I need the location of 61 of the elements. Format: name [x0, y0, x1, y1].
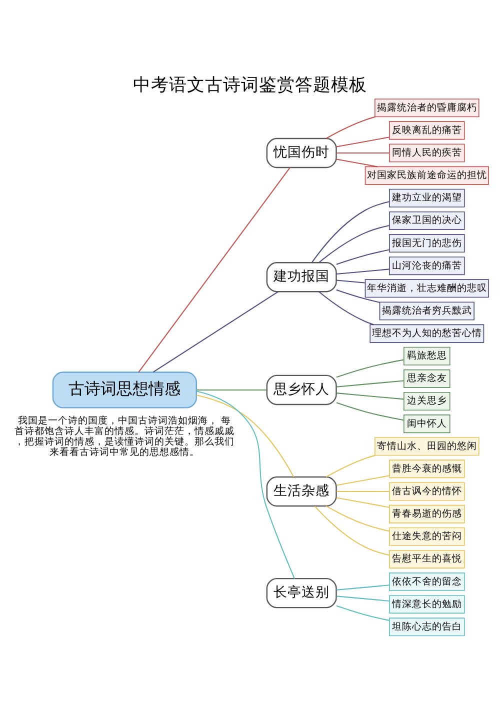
node-box: 反映离乱的痛苦 [389, 120, 465, 140]
node-box: 忧国伤时 [266, 137, 337, 168]
node-box: 告慰平生的喜悦 [389, 549, 465, 568]
connector [336, 402, 404, 420]
node-box: 依依不舍的留念 [389, 572, 465, 591]
node-box: 情深意长的勉励 [389, 594, 465, 614]
node-box: 理想不为人知的愁苦心情 [370, 324, 484, 342]
connector [138, 166, 290, 372]
node-box: 对国家民族前途命运的担忧 [364, 166, 489, 184]
connector [314, 505, 390, 556]
node-box: 生活杂感 [266, 476, 337, 506]
node-box: 同情人民的疾苦 [389, 143, 465, 162]
connector [336, 496, 390, 508]
node-box: 寄情山水、田园的悠闲 [374, 436, 480, 456]
connector [336, 490, 390, 492]
node-box: 保家卫国的决心 [389, 210, 465, 230]
connector [196, 390, 295, 578]
diagram-title: 中考语文古诗词鉴赏答题模板 [133, 75, 367, 96]
node-box: 报国无门的悲伤 [389, 234, 465, 252]
connector [336, 288, 380, 302]
node-box: 建功报国 [266, 262, 337, 292]
node-box: 山河沦丧的痛苦 [389, 256, 465, 275]
node-box: 揭露统治者穷兵黩武 [379, 301, 474, 320]
connector [336, 474, 390, 486]
connector [336, 595, 390, 601]
node-box: 思亲念友 [404, 368, 450, 388]
node-box: 思乡怀人 [266, 374, 337, 405]
connector [152, 290, 278, 372]
node-box: 坦陈心志的告白 [389, 617, 465, 636]
node-box: 青春易逝的伤感 [389, 504, 465, 523]
node-box: 年华消逝，壮志难酬的悲叹 [364, 278, 489, 298]
node-box: 借古讽今的情怀 [389, 482, 465, 500]
node-box: 边关思乡 [404, 391, 450, 410]
node-box: 长亭送别 [266, 577, 337, 608]
connector [336, 358, 404, 378]
node-box: 闺中怀人 [404, 414, 450, 433]
node-box: 揭露统治者的昏庸腐朽 [374, 98, 480, 117]
connector [336, 380, 404, 387]
connector [336, 584, 390, 590]
connector [336, 248, 390, 264]
node-box: 羁旅愁思 [404, 346, 450, 365]
connector [311, 200, 390, 262]
label: 我国是一个诗的国度，中国古诗词浩如烟海， 每首诗都饱含诗人丰富的情感。诗词茫茫，情感戚戚，把握诗词的情感，是读懂诗词的关键。那么我们来看看古诗词中常见的思想感情。 [14, 414, 235, 458]
connector [326, 116, 376, 138]
connector [336, 136, 390, 147]
connector [196, 394, 294, 477]
connector [336, 604, 390, 620]
connector [326, 505, 390, 532]
connector [196, 388, 267, 390]
connector [336, 158, 378, 167]
connector [336, 152, 390, 154]
connector [318, 290, 374, 325]
node-box: 建功立业的渴望 [389, 188, 465, 207]
node-box: 古诗词思想情感 [52, 371, 197, 408]
connector [326, 454, 376, 477]
node-box: 昔胜今衰的感慨 [389, 459, 465, 478]
node-box: 仕途失意的苦闷 [389, 526, 465, 546]
connector [336, 392, 404, 400]
connector [336, 279, 366, 283]
connector [318, 224, 390, 263]
connector [336, 268, 390, 274]
